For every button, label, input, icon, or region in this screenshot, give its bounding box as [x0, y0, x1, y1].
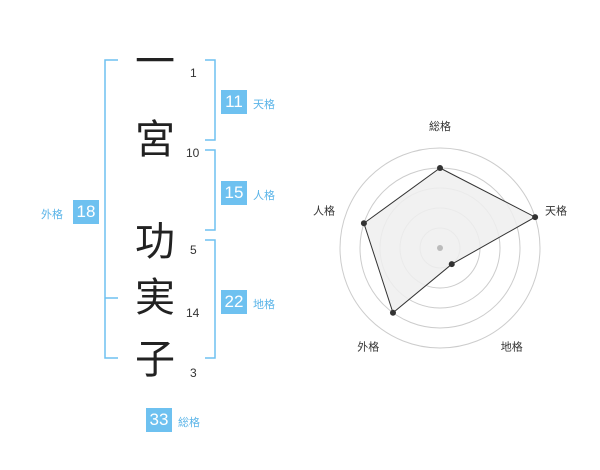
stroke-count-1: 1 — [190, 66, 197, 80]
radar-axis-label-2: 地格 — [501, 340, 523, 354]
jin-bracket — [205, 149, 216, 231]
radar-point-0 — [437, 165, 443, 171]
jin-kaku-label: 人格 — [253, 189, 275, 202]
name-char-5: 子 — [135, 337, 175, 383]
name-char-4: 実 — [135, 275, 175, 321]
radar-point-1 — [532, 214, 539, 221]
name-char-1: 一 — [135, 39, 175, 85]
radar-point-2 — [448, 261, 455, 268]
chi-kaku-value: 22 — [221, 290, 247, 314]
radar-axis-label-4: 人格 — [313, 203, 335, 217]
stroke-count-2: 10 — [186, 146, 200, 160]
name-char-2: 宮 — [135, 117, 175, 163]
gai-bracket — [104, 59, 118, 359]
gai-kaku-label: 外格 — [41, 208, 63, 221]
radar-ring-5 — [339, 147, 541, 349]
stroke-count-4: 14 — [186, 306, 200, 320]
stroke-count-5: 3 — [190, 366, 197, 380]
radar-point-3 — [389, 309, 396, 316]
name-char-3: 功 — [135, 219, 175, 265]
chi-kaku-label: 地格 — [253, 298, 275, 311]
ten-kaku-value: 11 — [221, 90, 247, 114]
radar-axis-label-3: 外格 — [357, 340, 379, 354]
radar-center-dot — [437, 245, 443, 251]
ten-bracket — [205, 59, 216, 141]
chi-bracket — [205, 239, 216, 359]
jin-kaku-value: 15 — [221, 181, 247, 205]
radar-axis-label-1: 天格 — [545, 203, 567, 217]
ten-kaku-label: 天格 — [253, 98, 275, 111]
radar-axis-label-0: 総格 — [429, 119, 451, 133]
sou-kaku-value: 33 — [146, 408, 172, 432]
stroke-count-3: 5 — [190, 243, 197, 257]
radar-polygon — [363, 167, 537, 314]
radar-point-4 — [360, 220, 367, 227]
gai-kaku-value: 18 — [73, 200, 99, 224]
sou-kaku-label: 総格 — [178, 416, 200, 429]
